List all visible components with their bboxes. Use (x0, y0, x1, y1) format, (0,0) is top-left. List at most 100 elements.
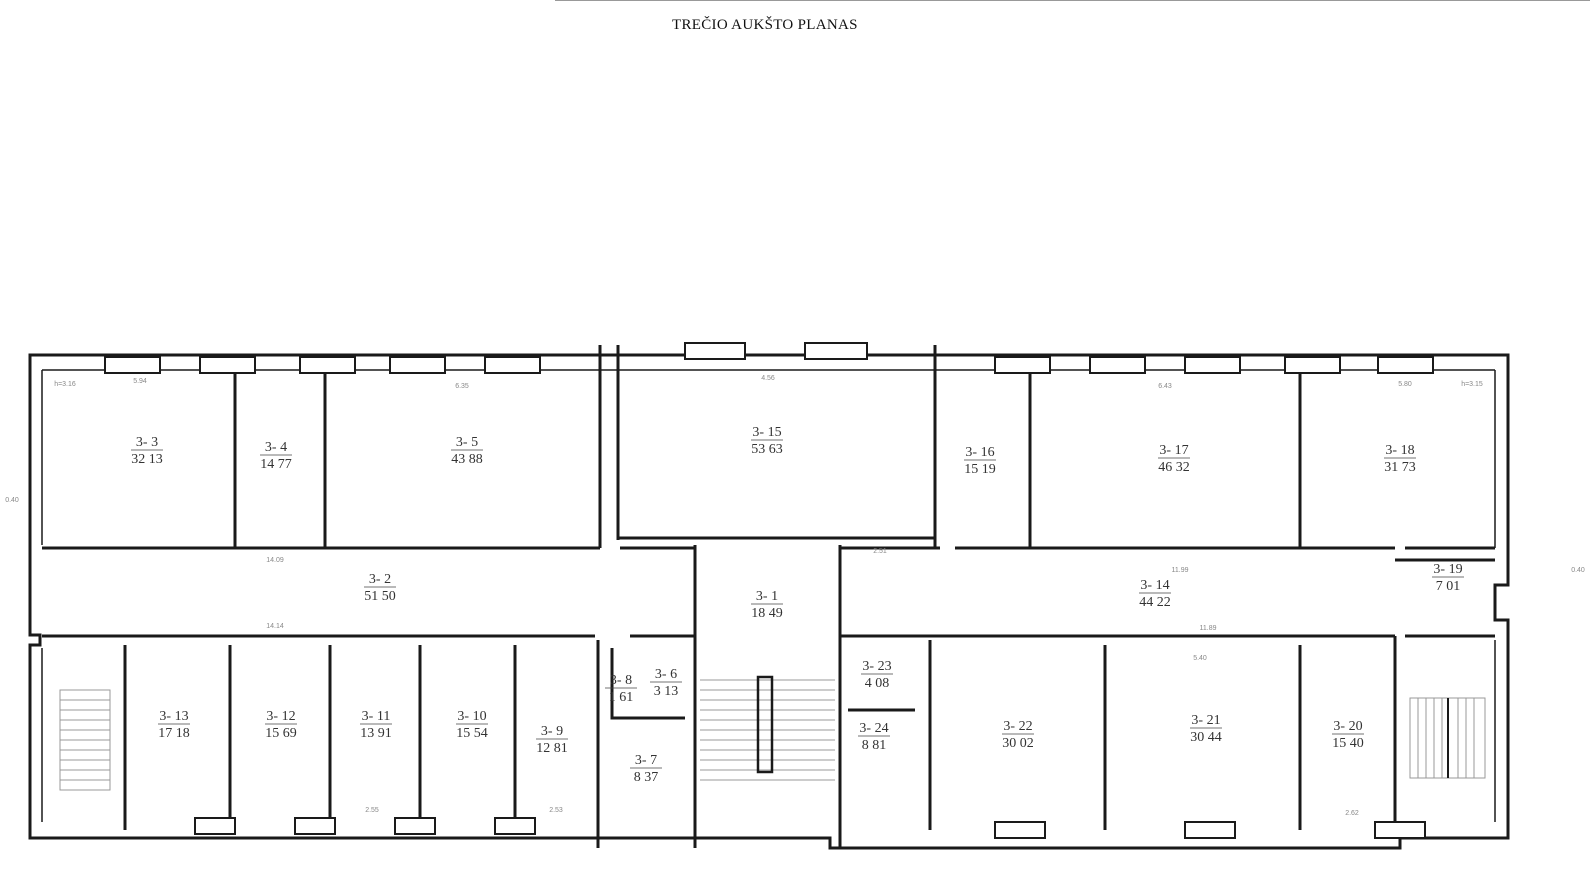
window (994, 356, 1051, 374)
room-id: 3- 22 (1003, 719, 1032, 734)
room-id: 3- 17 (1159, 443, 1188, 458)
plan-title: TREČIO AUKŠTO PLANAS (672, 17, 858, 33)
room-area: 43 88 (451, 452, 483, 467)
room-id: 3- 14 (1140, 578, 1169, 593)
room-label: 3- 15 53 63 (751, 425, 783, 457)
stairs-central (700, 675, 835, 781)
window (1374, 821, 1426, 839)
room-area: 14 77 (260, 457, 292, 472)
room-label: 3- 81 61 (605, 673, 637, 705)
room-id: 3- 21 (1191, 713, 1220, 728)
room-area: 15 19 (964, 462, 996, 477)
room-area: 31 73 (1384, 460, 1416, 475)
room-id: 3- 7 (635, 753, 657, 768)
room-label: 3- 21 30 44 (1190, 713, 1222, 745)
room-id: 3- 6 (655, 667, 677, 682)
room-area: 30 44 (1190, 730, 1222, 745)
dimension-label: 14.09 (266, 557, 284, 564)
window (1184, 356, 1241, 374)
dimension-label: h=3.16 (54, 381, 76, 388)
room-label: 3- 16 15 19 (964, 445, 996, 477)
room-id: 3- 3 (136, 435, 158, 450)
window (994, 821, 1046, 839)
north-windows (104, 342, 1434, 374)
room-area: 32 13 (131, 452, 163, 467)
dimension-label: 2.51 (873, 548, 887, 555)
stairs-west (59, 689, 111, 791)
room-label: 3- 12 15 69 (265, 709, 297, 741)
dimension-label: 4.56 (761, 375, 775, 382)
dimension-label: 2.53 (549, 807, 563, 814)
room-id: 3- 2 (369, 572, 391, 587)
window (299, 356, 356, 374)
room-id: 3- 12 (266, 709, 295, 724)
room-id: 3- 15 (752, 425, 781, 440)
room-area: 4 08 (865, 676, 890, 691)
room-area: 17 18 (158, 726, 190, 741)
room-id: 3- 5 (456, 435, 478, 450)
interior-outline (41, 369, 1496, 822)
room-area: 15 69 (265, 726, 297, 741)
dimension-label: 11.89 (1200, 625, 1217, 632)
room-area: 1 61 (609, 690, 634, 705)
window (1184, 821, 1236, 839)
room-id: 3- 23 (862, 659, 891, 674)
room-label: 3- 5 43 88 (451, 435, 483, 467)
room-label: 3- 24 8 81 (858, 721, 890, 753)
window (684, 342, 746, 360)
dimension-label: 5.80 (1398, 381, 1412, 388)
room-area: 8 81 (862, 738, 887, 753)
window (294, 817, 336, 835)
stair-core-walls (693, 545, 842, 848)
window (484, 356, 541, 374)
room-id: 3- 11 (362, 709, 391, 724)
room-label: 3- 23 4 08 (861, 659, 893, 691)
top-border-line (555, 0, 1590, 1)
stairs-east (1409, 697, 1486, 779)
room-area: 15 40 (1332, 736, 1364, 751)
dimension-label: 6.43 (1158, 383, 1172, 390)
room-area: 53 63 (751, 442, 783, 457)
room-id: 3- 18 (1385, 443, 1414, 458)
dimension-label: 2.62 (1345, 810, 1359, 817)
room-id: 3- 19 (1433, 562, 1462, 577)
window (494, 817, 536, 835)
window (389, 356, 446, 374)
room-id: 3- 16 (965, 445, 994, 460)
room-area: 3 13 (654, 684, 679, 699)
room-area: 7 01 (1436, 579, 1461, 594)
window (199, 356, 256, 374)
room-label: 3- 4 14 77 (260, 440, 292, 472)
window (104, 356, 161, 374)
window (804, 342, 868, 360)
dimension-label: 11.99 (1172, 567, 1189, 574)
window (1284, 356, 1341, 374)
room-area: 18 49 (751, 606, 783, 621)
room-id: 3- 4 (265, 440, 287, 455)
room-id: 3- 24 (859, 721, 888, 736)
room-id: 3- 20 (1333, 719, 1362, 734)
room-label: 3- 13 17 18 (158, 709, 190, 741)
room-area: 12 81 (536, 741, 568, 756)
window (1089, 356, 1146, 374)
room-area: 8 37 (634, 770, 659, 785)
dimension-label: 6.35 (455, 383, 469, 390)
window (194, 817, 236, 835)
south-windows (194, 817, 1426, 839)
room-label: 3- 18 31 73 (1384, 443, 1416, 475)
room-label: 3- 6 3 13 (650, 667, 682, 699)
room-id: 3- 13 (159, 709, 188, 724)
room-label: 3- 9 12 81 (536, 724, 568, 756)
exterior-wall (28, 353, 1510, 850)
room-id: 3- 9 (541, 724, 563, 739)
dimension-label: 5.94 (133, 378, 147, 385)
partition-3-6-3-8 (610, 648, 685, 720)
dimension-label: 2.55 (365, 807, 379, 814)
room-label: 3- 251 50 (364, 572, 396, 604)
dimension-label: 5.40 (1193, 655, 1207, 662)
